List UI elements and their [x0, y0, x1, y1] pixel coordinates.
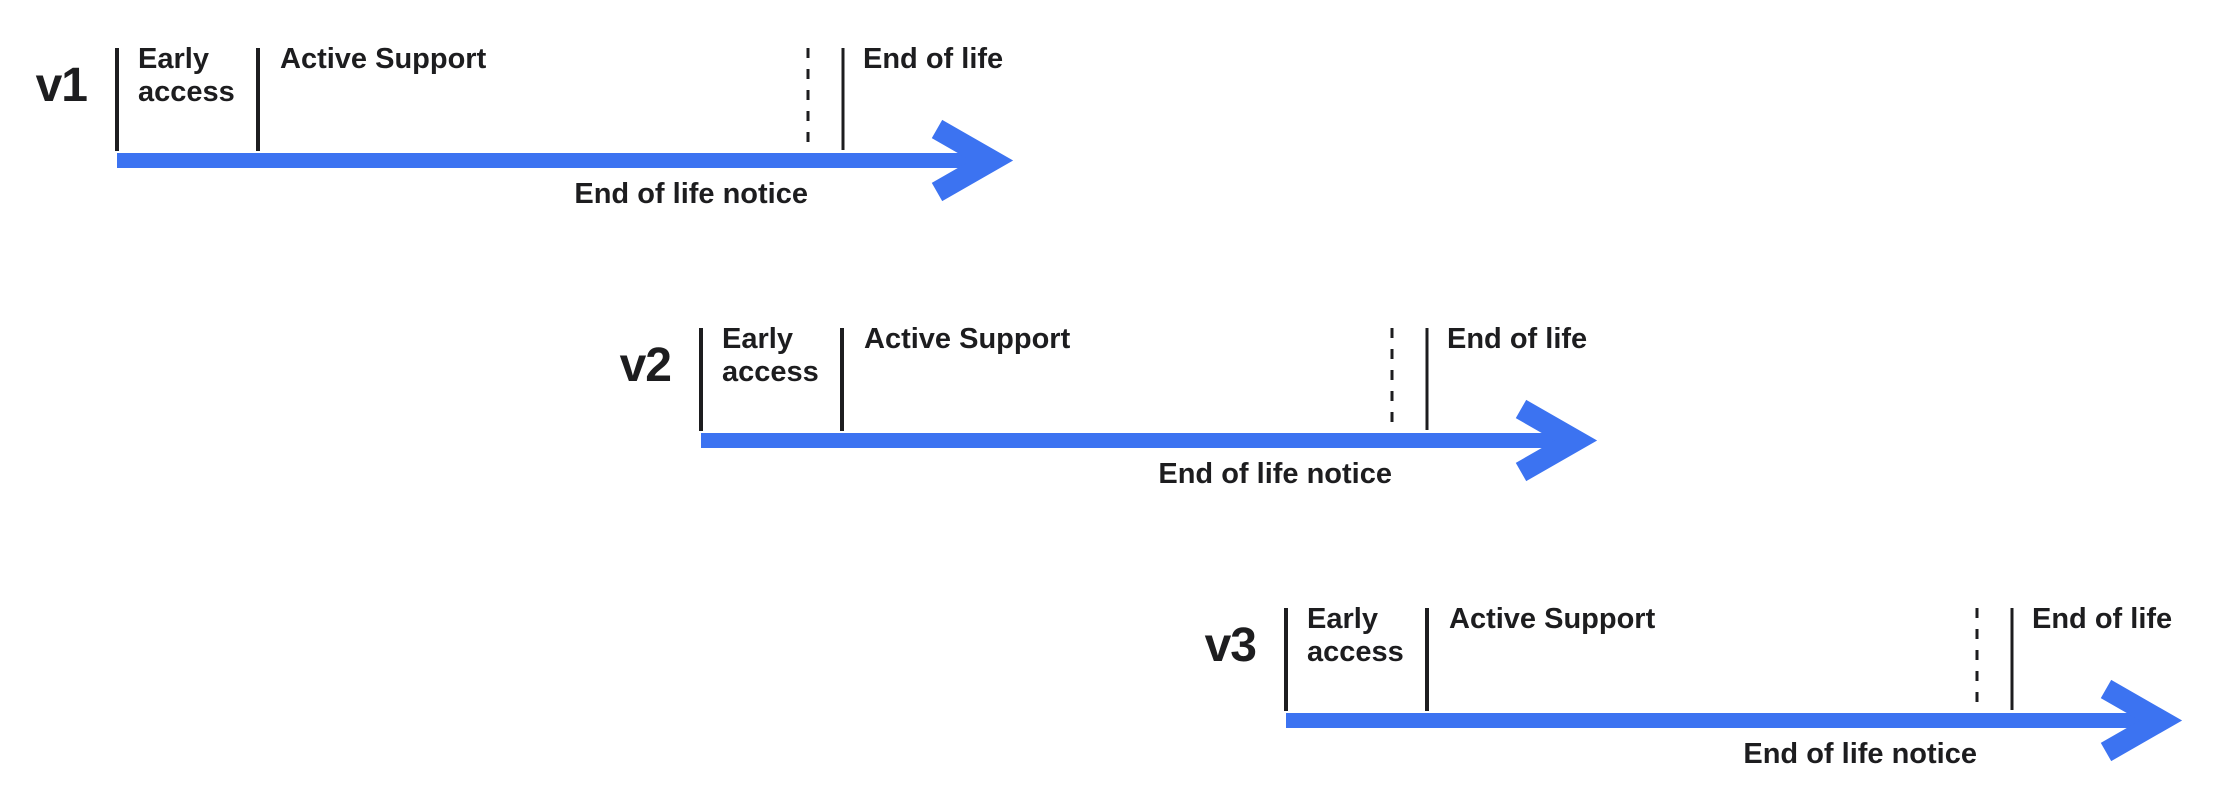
timeline-v1: v1 Early access Active Support End of li…: [0, 43, 1117, 218]
active-support-label: Active Support: [864, 323, 1071, 355]
end-of-life-label: End of life: [2032, 603, 2173, 635]
timeline-arrowhead-icon: [1515, 399, 1598, 482]
timeline-arrowhead-icon: [2100, 679, 2183, 762]
early-access-label: Early access: [1307, 603, 1404, 668]
timeline-arrow-body: [701, 433, 1571, 448]
timeline-v2: v2 Early access Active Support End of li…: [581, 323, 1701, 498]
timeline-v3: v3 Early access Active Support End of li…: [1166, 603, 2228, 778]
timeline-v3-graphics: [1284, 608, 2183, 762]
end-of-life-label: End of life: [863, 43, 1004, 75]
end-of-life-notice-label: End of life notice: [1743, 738, 1977, 770]
version-label: v1: [35, 59, 88, 112]
early-access-label: Early access: [138, 43, 235, 108]
version-label: v2: [619, 339, 672, 392]
timeline-arrowhead-icon: [931, 119, 1014, 202]
timeline-v2-graphics: [699, 328, 1598, 482]
active-support-label: Active Support: [280, 43, 487, 75]
timeline-arrow-body: [117, 153, 987, 168]
early-access-label: Early access: [722, 323, 819, 388]
timeline-arrow-body: [1286, 713, 2156, 728]
end-of-life-label: End of life: [1447, 323, 1588, 355]
version-label: v3: [1204, 619, 1257, 672]
timeline-v1-graphics: [115, 48, 1014, 202]
end-of-life-notice-label: End of life notice: [1158, 458, 1392, 490]
active-support-label: Active Support: [1449, 603, 1656, 635]
end-of-life-notice-label: End of life notice: [574, 178, 808, 210]
